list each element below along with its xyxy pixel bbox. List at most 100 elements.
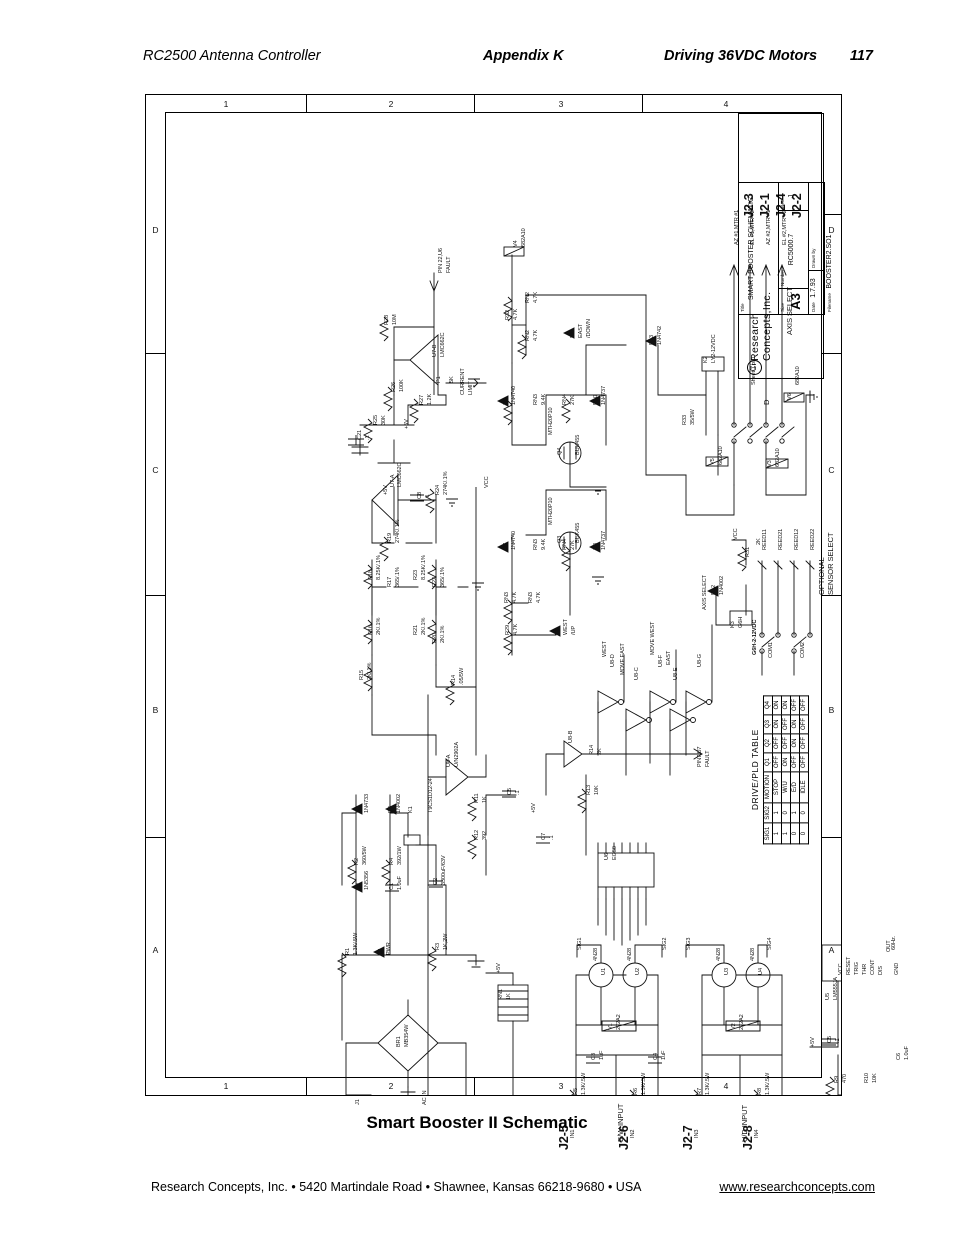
schematic-label: RESET (846, 956, 852, 975)
schematic-label: 392 (482, 830, 488, 840)
schematic-label: R21 (413, 625, 419, 635)
schematic-label: SIG3 (686, 937, 692, 950)
drive-pld-cell: E/D (790, 771, 800, 803)
schematic-label: RN2 (525, 292, 531, 303)
schematic-label: U8-E (673, 667, 679, 680)
schematic-label: DIS (878, 965, 884, 975)
schematic-label: VCC (733, 528, 739, 540)
zone-tick (306, 95, 307, 112)
schematic-label: CONT (870, 959, 876, 975)
schematic-label: 4N28 (627, 948, 633, 961)
schematic-label: SENSOR SELECT (826, 532, 835, 595)
schematic-label: K3 (730, 621, 736, 628)
filename-value: BOOSTER2.SO1 (826, 234, 833, 289)
schematic-label: 1.3K/.5W (353, 932, 359, 955)
schematic-label: R9 (834, 1076, 840, 1083)
schematic-label: +5V (496, 963, 502, 973)
schematic-label: 2K/.1% (367, 662, 373, 680)
zone-row-c-left: C (152, 465, 159, 475)
schematic-label: 365/.1% (440, 567, 446, 587)
schematic-label: 360/5W (362, 846, 368, 865)
schematic-label: LIMIT (468, 381, 474, 395)
schematic-label: 1uF (661, 1050, 667, 1060)
drive-pld-header-cell: SIG1 (763, 823, 773, 844)
schematic-label: PIN 22,U6 (438, 248, 444, 273)
schematic-label: 1.0uF (397, 876, 403, 890)
zone-tick (474, 1078, 475, 1095)
schematic-label: EAST (666, 650, 672, 665)
schematic-label: C8 (417, 492, 423, 499)
zone-col-1-top: 1 (223, 99, 229, 109)
schematic-label: 272A2 (739, 1014, 745, 1030)
schematic-label: 274K/.1% (395, 519, 401, 543)
schematic-label: RN3 (528, 592, 534, 603)
schematic-inner-border (165, 112, 822, 1078)
schematic-label: 1.3K/.5W (641, 1072, 647, 1095)
size-field-key: Size (780, 303, 785, 312)
zone-col-4-bot: 4 (723, 1081, 729, 1091)
schematic-label: 8.25K/.1% (421, 555, 427, 580)
schematic-label: 1.3K/.5W (705, 1072, 711, 1095)
date-field-key: Date (811, 302, 816, 312)
schematic-label: D2 (356, 883, 362, 890)
schematic-label: 27K (570, 540, 576, 550)
schematic-label: +5V (531, 803, 537, 813)
drawn-by-field: Drawn by (809, 182, 825, 270)
schematic-label: OUT (886, 940, 892, 952)
number-field: Number RC5000.7 (779, 210, 809, 288)
drive-pld-cell: OFF (790, 695, 800, 715)
schematic-label: 10K (594, 785, 600, 795)
schematic-label: U7-B (432, 344, 438, 357)
schematic-label: LMC662C (397, 462, 403, 487)
schematic-label: 9.4K (541, 393, 547, 405)
schematic-label: 4N28 (716, 948, 722, 961)
footer-website[interactable]: www.researchconcepts.com (719, 1180, 875, 1194)
schematic-label: 1N4737 (601, 386, 607, 405)
schematic-label: R23 (413, 570, 419, 580)
schematic-label: C21 (357, 430, 363, 440)
title-field-value: SMART BOOSTER SCHEMATIC (748, 196, 755, 301)
drive-pld-cell: STOP (772, 771, 782, 803)
schematic-label: .1 (835, 1038, 841, 1043)
schematic-label: D3 (356, 806, 362, 813)
drive-pld-cell: 0 (790, 823, 800, 844)
schematic-label: T9CS1D12-24 (428, 778, 434, 813)
schematic-label: +5V (383, 485, 389, 495)
schematic-label: 4.7K (536, 591, 542, 603)
zone-tick (822, 595, 841, 596)
sheet-value: 1 of 1 (751, 356, 757, 370)
schematic-label: 365/.1% (395, 567, 401, 587)
drive-pld-header-cell: Q1 (763, 752, 773, 772)
rev-field-key: Rev (780, 199, 785, 208)
schematic-label: D10 (593, 395, 599, 405)
schematic-label: R22 (432, 577, 438, 587)
zone-row-a-right: A (828, 945, 835, 955)
schematic-label: MOVE WEST (650, 621, 656, 655)
schematic-label: MB354W (404, 1024, 410, 1047)
drive-pld-table-caption: DRIVE/PLD TABLE (750, 729, 760, 811)
zone-tick (822, 353, 841, 354)
schematic-label: U8-C (634, 667, 640, 680)
drive-pld-header-cell: Q3 (763, 714, 773, 734)
drive-pld-header-cell: SIG2 (763, 802, 773, 824)
schematic-label: CURRENT (460, 368, 466, 395)
schematic-label: +5V (810, 1037, 816, 1047)
schematic-label: R29 (505, 625, 511, 635)
schematic-label: R26 (391, 382, 397, 392)
schematic-label: LM555JA (833, 977, 839, 1000)
schematic-label: U/N2902A (454, 741, 460, 767)
schematic-label: 30K (381, 415, 387, 425)
schematic-label: .1 (515, 790, 521, 795)
page-footer: Research Concepts, Inc. • 5420 Martindal… (143, 1180, 875, 1198)
rev-field-value: J (788, 194, 795, 199)
schematic-label: RN4 (562, 539, 568, 550)
schematic-label: .1 (425, 494, 431, 499)
size-field: Size A3 (779, 288, 809, 314)
schematic-label: D6 (555, 628, 561, 635)
zone-row-b-left: B (152, 705, 159, 715)
schematic-label: R2 (354, 858, 360, 865)
schematic-label: U8-A (446, 754, 452, 767)
schematic-label: 10M (392, 314, 398, 325)
